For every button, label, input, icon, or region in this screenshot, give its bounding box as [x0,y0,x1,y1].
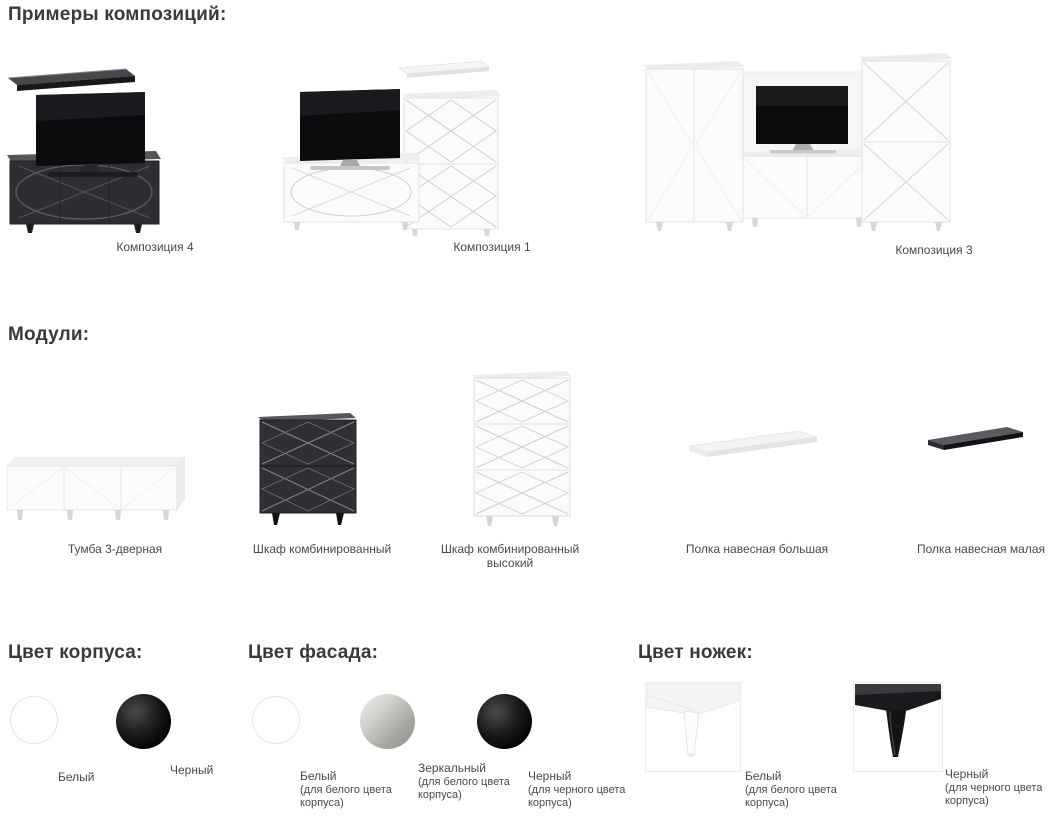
facade-color-black-swatch [477,694,532,749]
module-tv-stand-label: Тумба 3-дверная [67,542,163,556]
facade-color-section-title: Цвет фасада: [248,642,379,663]
module-wall-shelf-big-label: Полка навесная большая [685,542,829,556]
color-note: (для белого цвета корпуса) [745,784,837,810]
module-tv-stand-image [3,450,193,530]
color-note: (для белого цвета корпуса) [300,784,392,810]
module-combined-cabinet-label: Шкаф комбинированный [252,542,392,556]
color-name: Белый [745,769,782,783]
module-combined-cabinet-image [250,405,390,527]
color-name: Зеркальный [418,761,486,775]
module-combined-cabinet-tall-image [460,363,610,531]
composition-1-label: Композиция 1 [453,240,531,254]
legs-black-label: Черный (для черного цвета корпуса) [945,767,1049,808]
color-note: (для черного цвета корпуса) [528,784,626,810]
facade-color-white-label: Белый (для белого цвета корпуса) [300,769,408,810]
facade-color-mirror-label: Зеркальный (для белого цвета корпуса) [418,761,526,802]
modules-section-title: Модули: [8,324,90,345]
facade-color-black-label: Черный (для черного цвета корпуса) [528,769,640,810]
facade-color-white-swatch [252,696,300,744]
body-color-section-title: Цвет корпуса: [8,642,143,663]
module-wall-shelf-small-label: Полка навесная малая [916,542,1045,556]
color-name: Черный [945,767,989,781]
composition-4-image [5,55,240,237]
compositions-section-title: Примеры композиций: [8,4,227,25]
composition-1-image [280,58,530,236]
legs-color-section-title: Цвет ножек: [638,642,753,663]
legs-black-image [853,682,943,772]
composition-3-label: Композиция 3 [895,243,973,257]
color-name: Черный [528,769,572,783]
body-color-white-swatch [10,696,58,744]
legs-white-label: Белый (для белого цвета корпуса) [745,769,843,810]
composition-3-image [638,52,958,238]
color-note: (для черного цвета корпуса) [945,782,1043,808]
module-wall-shelf-big-image [685,424,827,466]
module-combined-cabinet-tall-label: Шкаф комбинированный высокий [440,542,580,570]
color-note: (для белого цвета корпуса) [418,776,510,802]
legs-white-image [645,682,741,772]
body-color-black-swatch [116,694,171,749]
body-color-black-label: Черный [170,763,214,777]
facade-color-mirror-swatch [360,694,415,749]
composition-4-label: Композиция 4 [116,240,194,254]
module-wall-shelf-small-image [925,418,1031,460]
color-name: Белый [300,769,337,783]
body-color-white-label: Белый [58,770,95,784]
